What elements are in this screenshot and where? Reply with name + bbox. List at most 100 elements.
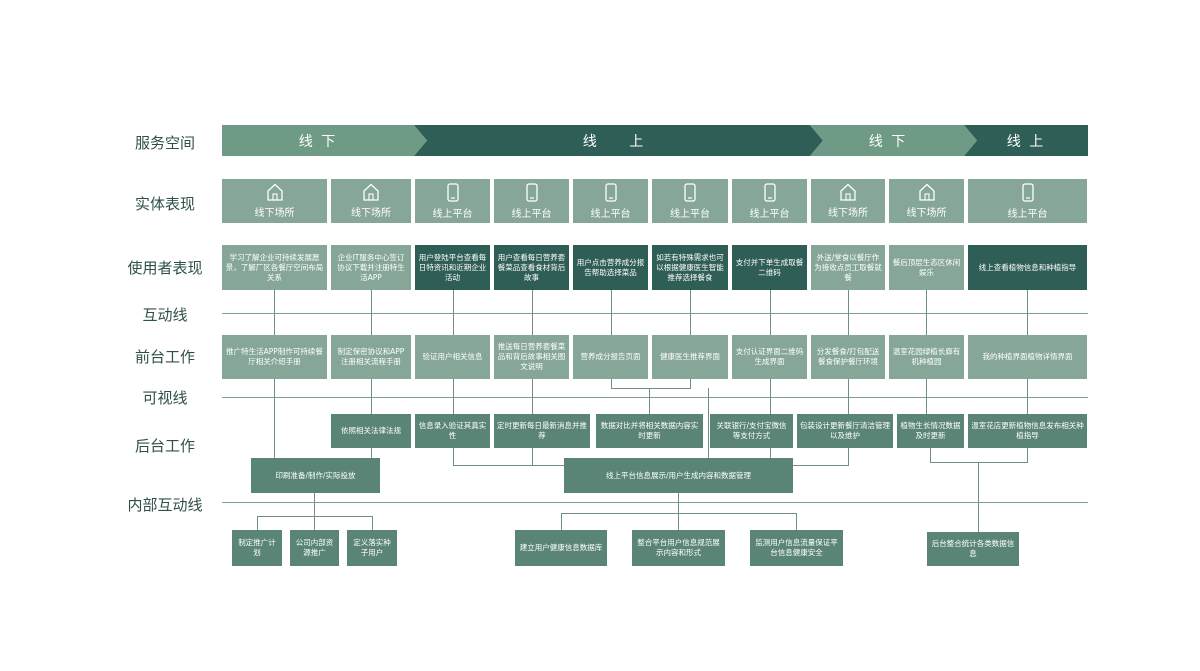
phone-icon — [525, 182, 538, 202]
frontstage-action: 温室花园绿植长廊有机种植园 — [889, 335, 964, 379]
lane-shape-online-2 — [964, 125, 1088, 156]
physical-label: 线下场所 — [254, 208, 295, 219]
physical-label: 线下场所 — [828, 208, 868, 219]
phone-icon — [1021, 182, 1034, 202]
connector — [257, 516, 258, 530]
connector — [611, 379, 612, 388]
connector — [770, 379, 771, 414]
visibility-line — [222, 397, 1088, 398]
physical-label: 线下场所 — [351, 208, 391, 219]
physical-label: 线上平台 — [511, 208, 552, 220]
frontstage-action: 健康医生推荐界面 — [652, 335, 728, 379]
internal-action: 制定推广计划 — [232, 530, 282, 566]
connector — [257, 516, 373, 517]
frontstage-action: 分发餐食/打包配送餐食保护餐厅环境 — [811, 335, 885, 379]
house-icon — [266, 183, 283, 201]
connector — [371, 290, 372, 335]
backstage-action: 温室花店更新植物信息发布相关种植指导 — [968, 414, 1087, 448]
internal-action: 整合平台用户信息规范展示内容和形式 — [632, 530, 725, 566]
physical-label: 线上平台 — [432, 208, 473, 220]
backstage-action: 依照相关法律法规 — [331, 414, 411, 448]
physical-cell: 线下场所 — [811, 179, 885, 223]
phone-icon — [763, 182, 776, 202]
user-action: 学习了解企业可持续发展愿景，了解厂区各餐厅空间布局关系 — [222, 245, 327, 290]
connector — [314, 516, 315, 530]
row-label-visibility-line: 可视线 — [142, 389, 188, 407]
connector — [372, 516, 373, 530]
user-action: 外送/堂食以餐厅作为接收点员工取餐就餐 — [811, 245, 885, 290]
internal-hub-offline: 印刷准备/制作/实际投放 — [251, 458, 380, 493]
physical-cell: 线上平台 — [652, 179, 728, 223]
phone-icon — [446, 182, 459, 202]
connector — [561, 513, 797, 514]
connector — [453, 448, 454, 465]
connector — [678, 493, 679, 513]
backstage-action: 植物生长情况数据及时更新 — [897, 414, 964, 448]
house-icon — [918, 183, 935, 201]
physical-label: 线上平台 — [670, 208, 710, 220]
connector — [926, 379, 927, 414]
connector — [1027, 448, 1028, 462]
connector — [793, 465, 849, 466]
connector — [274, 290, 275, 335]
connector — [930, 448, 931, 462]
lane-shape-offline-2 — [810, 125, 977, 156]
physical-cell: 线上平台 — [732, 179, 807, 223]
lane-label-offline-1: 线 下 — [298, 133, 338, 150]
lane-label-offline-2: 线 下 — [868, 133, 908, 150]
backstage-action: 关联银行/支付宝微信等支付方式 — [710, 414, 793, 448]
connector — [848, 448, 849, 465]
user-action: 线上查看植物信息和种植指导 — [968, 245, 1087, 290]
user-action: 餐后顶层生态区休闲娱乐 — [889, 245, 964, 290]
connector — [314, 493, 315, 516]
user-action: 用户点击营养成分报告帮助选择菜品 — [573, 245, 648, 290]
phone-icon — [604, 182, 617, 202]
frontstage-action: 支付认证界面二维码生成界面 — [732, 335, 807, 379]
user-action: 支付并下单生成取餐二维码 — [732, 245, 807, 290]
connector — [770, 448, 771, 458]
backstage-action: 数据对比并将相关数据内容实时更新 — [596, 414, 703, 448]
connector — [649, 388, 650, 414]
frontstage-action: 制定保密协议和APP注册相关流程手册 — [331, 335, 411, 379]
connector — [561, 513, 562, 530]
internal-interaction-line — [222, 502, 1088, 503]
phone-icon — [684, 182, 696, 202]
interaction-line — [222, 313, 1088, 314]
physical-label: 线下场所 — [906, 208, 947, 219]
connector — [848, 290, 849, 335]
internal-action: 后台整合统计各类数据信息 — [927, 532, 1019, 566]
lane-shape-offline-1 — [222, 125, 427, 156]
internal-action: 定义落实种子用户 — [347, 530, 397, 566]
physical-cell: 线下场所 — [331, 179, 411, 223]
physical-label: 线上平台 — [1007, 208, 1048, 220]
frontstage-action: 验证用户相关信息 — [415, 335, 490, 379]
row-label-backstage: 后台工作 — [134, 437, 195, 455]
row-label-user-behavior: 使用者表现 — [127, 259, 203, 277]
internal-action: 建立用户健康信息数据库 — [515, 530, 607, 566]
house-icon — [363, 183, 379, 201]
frontstage-action: 推送每日营养套餐菜品和背后故事相关图文说明 — [494, 335, 569, 379]
user-action: 企业IT服务中心签订协议下载并注册特生活APP — [331, 245, 411, 290]
physical-cell: 线上平台 — [968, 179, 1087, 223]
physical-cell: 线下场所 — [222, 179, 327, 223]
row-label-physical: 实体表现 — [134, 195, 195, 213]
frontstage-action: 推广特生活APP制作可持续餐厅相关介绍手册 — [222, 335, 327, 379]
physical-label: 线上平台 — [590, 208, 631, 220]
connector — [926, 290, 927, 335]
physical-cell: 线上平台 — [494, 179, 569, 223]
connector — [532, 448, 533, 465]
user-action: 如若有特殊需求也可以根据健康医生智能推荐选择餐食 — [652, 245, 728, 290]
physical-cell: 线上平台 — [415, 179, 490, 223]
lane-label-online-1: 线 上 — [582, 133, 658, 150]
connector — [690, 290, 691, 335]
connector — [978, 462, 979, 532]
user-action: 用户登陆平台查看每日特资讯和近期企业活动 — [415, 245, 490, 290]
connector — [453, 465, 565, 466]
connector — [796, 513, 797, 530]
physical-cell: 线下场所 — [889, 179, 964, 223]
backstage-action: 定时更新每日最新消息并推荐 — [494, 414, 590, 448]
lane-shape-online-1 — [414, 125, 823, 156]
frontstage-action: 我的种植界面植物详情界面 — [968, 335, 1087, 379]
connector — [274, 379, 275, 458]
row-label-frontstage: 前台工作 — [134, 348, 195, 366]
